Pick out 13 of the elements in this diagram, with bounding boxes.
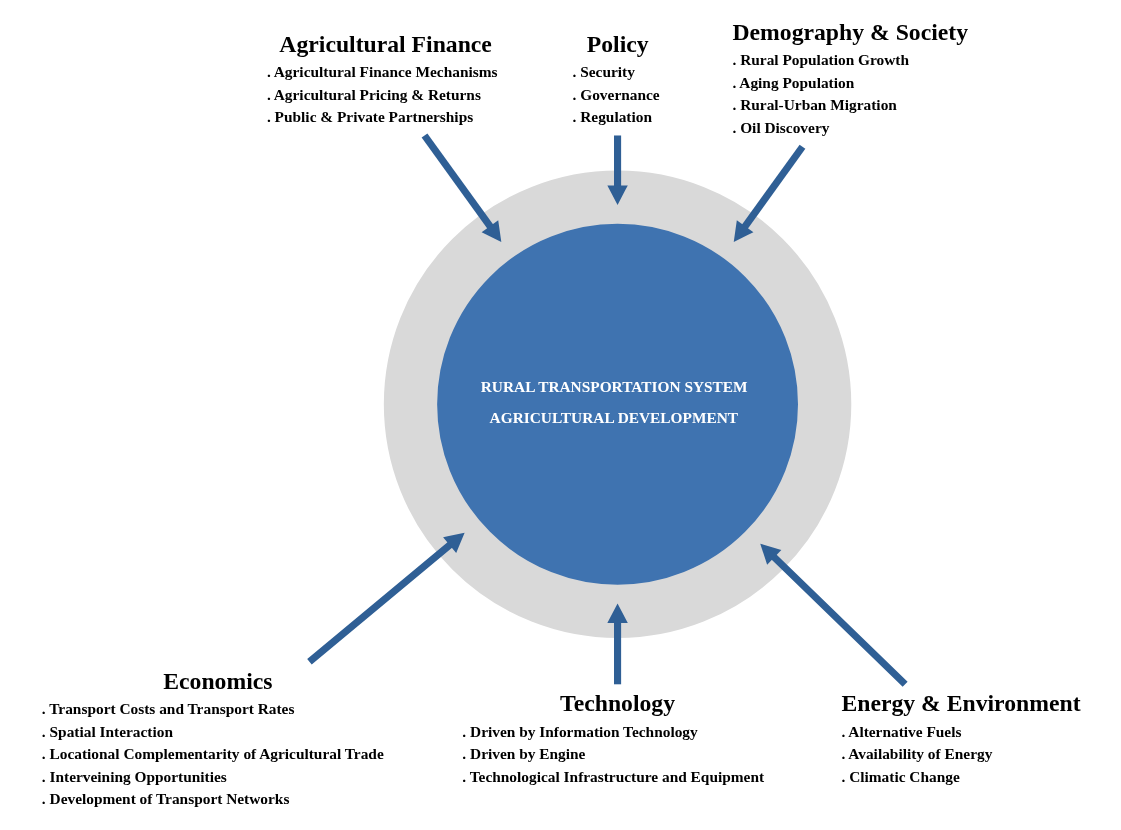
node-text: Agricultural Finance . Agricultural Finance Mechanisms . Agricultural Pricing & Returns . Public & Private Partnerships bbox=[266, 30, 498, 125]
node-circle: RURAL TRANSPORTATION SYSTEM AGRICULTURAL DEVELOPMENT bbox=[383, 170, 851, 638]
node-text: Demography & Society . Rural Population Growth . Aging Population . Rural-Urban Migration . Oil Discovery bbox=[731, 18, 968, 136]
arrow bbox=[606, 135, 628, 205]
node-text: Economics . Transport Costs and Transport Rates . Spatial Interaction . Locational Complementarity of Agricultural Trade . Interveining Opportunities . Development of Transport Networks bbox=[41, 667, 384, 807]
arrow bbox=[606, 603, 628, 684]
node-text: Policy . Security . Governance . Regulation bbox=[572, 30, 660, 125]
arrow bbox=[759, 543, 908, 687]
node-text: Technology . Driven by Information Technology . Driven by Engine . Technological Infrastructure and Equipment bbox=[461, 689, 764, 785]
arrow bbox=[306, 532, 465, 664]
arrow bbox=[733, 144, 805, 242]
node-text: Energy & Environment . Alternative Fuels . Availability of Energy . Climatic Change bbox=[840, 689, 1081, 785]
arrow bbox=[421, 132, 501, 242]
